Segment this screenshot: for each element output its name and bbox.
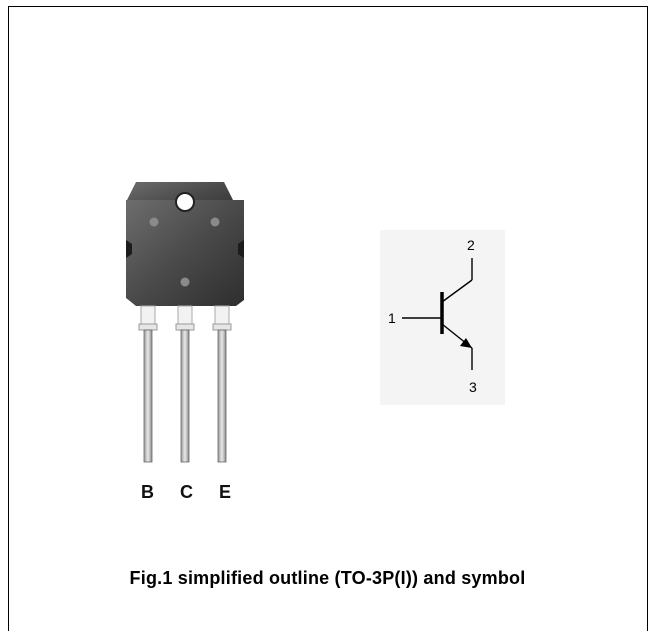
npn-transistor-symbol: 1 2 3 [380,230,505,405]
collector-line [441,279,473,303]
lead-collector [180,329,190,463]
pin-label-b: B [141,482,154,502]
pin-number-1: 1 [388,310,396,326]
lead-emitter [217,329,227,463]
figure-frame [8,6,648,631]
package-body [126,200,244,306]
mounting-hole [175,192,195,212]
pin-number-3: 3 [469,379,477,395]
lead-base [143,329,153,463]
emitter-arrow [460,338,472,348]
pin-label-e: E [219,482,232,502]
figure-caption: Fig.1 simplified outline (TO-3P(I)) and … [129,568,526,588]
pin-number-2: 2 [467,237,475,253]
pin-label-c: C [180,482,193,502]
to3p-package-image [126,182,244,463]
